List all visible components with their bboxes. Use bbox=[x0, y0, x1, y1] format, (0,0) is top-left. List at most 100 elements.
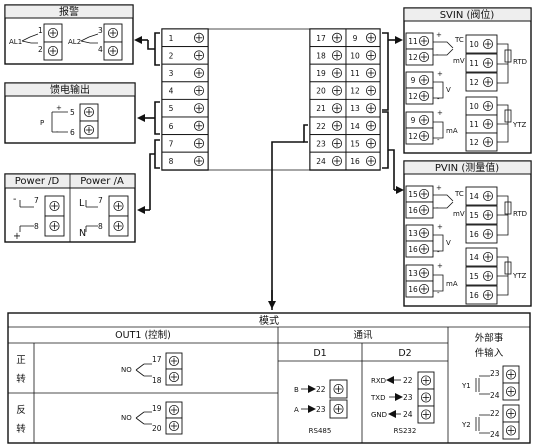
screw-icon bbox=[193, 32, 205, 43]
alarm-terminal-1: 1 bbox=[38, 26, 43, 35]
strip-terminal-15: 15 bbox=[345, 134, 381, 153]
svin-rtd-label: RTD bbox=[513, 58, 527, 66]
screw-icon bbox=[482, 119, 494, 130]
pvin-right-terminal-15-number: 15 bbox=[469, 211, 479, 220]
pvin-v-plus: + bbox=[437, 223, 443, 231]
svin-title: SVIN (阀位) bbox=[440, 8, 495, 21]
screw-icon bbox=[365, 68, 377, 78]
screw-icon bbox=[193, 120, 205, 131]
strip-terminal-14: 14 bbox=[345, 116, 381, 136]
screw-icon bbox=[482, 289, 494, 301]
pvin-ma-label: mA bbox=[446, 280, 458, 288]
strip-terminal-12: 12 bbox=[345, 81, 381, 100]
svin-left-terminal-9-number: 9 bbox=[411, 116, 416, 125]
screw-icon bbox=[84, 125, 94, 136]
svin-left-terminal-12-number: 12 bbox=[408, 53, 418, 62]
svin-tc-label: TC bbox=[454, 36, 464, 44]
pvin-mv-label: mV bbox=[453, 210, 465, 218]
svin-v-minus: - bbox=[437, 95, 440, 103]
screw-icon bbox=[333, 383, 344, 395]
svin-right-terminal-12: 12 bbox=[465, 72, 498, 92]
forward-no-label: NO bbox=[121, 366, 132, 374]
svin-v-label: V bbox=[446, 86, 451, 94]
pvin-right-terminal-14-number: 14 bbox=[469, 192, 479, 201]
screw-icon bbox=[331, 50, 343, 61]
screw-icon bbox=[482, 77, 494, 87]
rs485-label: RS485 bbox=[309, 427, 332, 435]
pvin-left-terminal-13: 13 bbox=[405, 224, 434, 242]
strip-terminal-19: 19 bbox=[309, 63, 347, 83]
screw-icon bbox=[365, 155, 377, 167]
svin-left-terminal-9-number: 9 bbox=[411, 76, 416, 85]
al2-label: AL2 bbox=[68, 38, 81, 46]
ext-terminal-23-a: 23 bbox=[490, 369, 500, 378]
d2-terminal-24: 24 bbox=[403, 410, 413, 419]
rs232-rxd-label: RXD bbox=[371, 377, 386, 385]
strip-terminal-18: 18 bbox=[309, 46, 347, 65]
pvin-left-terminal-16-number: 16 bbox=[408, 245, 418, 254]
strip-terminal-14-number: 14 bbox=[350, 122, 360, 131]
rs232-txd-label: TXD bbox=[370, 394, 385, 402]
screw-icon bbox=[418, 130, 430, 142]
svin-right-terminal-12: 12 bbox=[465, 132, 498, 152]
strip-terminal-22: 22 bbox=[309, 116, 347, 136]
screw-icon bbox=[482, 39, 494, 49]
alarm-terminal-3: 3 bbox=[98, 26, 103, 35]
strip-terminal-9-number: 9 bbox=[353, 34, 358, 43]
svin-ytz-label: YTZ bbox=[512, 121, 527, 129]
screw-icon bbox=[168, 404, 180, 416]
strip-terminal-23: 23 bbox=[309, 134, 347, 153]
screw-icon bbox=[420, 409, 432, 420]
ext-y2-label: Y2 bbox=[461, 421, 471, 429]
screw-icon bbox=[418, 283, 430, 295]
screw-icon bbox=[418, 75, 430, 85]
strip-terminal-3: 3 bbox=[161, 63, 209, 83]
d1-terminal-23: 23 bbox=[316, 405, 326, 414]
pvin-v-label: V bbox=[446, 239, 451, 247]
pvin-left-terminal-16: 16 bbox=[405, 240, 434, 258]
screw-icon bbox=[193, 68, 205, 78]
svin-right-terminal-10-number: 10 bbox=[469, 40, 479, 49]
alarm-title: 报警 bbox=[59, 5, 79, 18]
pvin-ma-plus: + bbox=[437, 262, 443, 270]
rs485-a-label: A bbox=[294, 406, 299, 414]
screw-icon bbox=[482, 190, 494, 202]
strip-terminal-7: 7 bbox=[161, 134, 209, 153]
screw-icon bbox=[193, 85, 205, 96]
svin-ma-plus: + bbox=[437, 109, 443, 117]
comm-header: 通讯 bbox=[353, 330, 373, 341]
screw-icon bbox=[418, 227, 430, 239]
strip-terminal-20: 20 bbox=[309, 81, 347, 100]
power-minus: - bbox=[13, 194, 16, 205]
strip-terminal-10-number: 10 bbox=[350, 51, 360, 60]
svin-right-terminal-12-number: 12 bbox=[469, 138, 479, 147]
ext-header-line2: 件输入 bbox=[475, 347, 504, 359]
reverse-no-label: NO bbox=[121, 414, 132, 422]
reverse-label-1: 反 bbox=[16, 405, 26, 416]
forward-label-2: 转 bbox=[16, 373, 26, 385]
svin-right-terminal-11-number: 11 bbox=[469, 59, 479, 68]
screw-icon bbox=[418, 91, 430, 101]
out-terminal-19: 19 bbox=[152, 404, 162, 413]
screw-icon bbox=[482, 101, 494, 111]
strip-terminal-16: 16 bbox=[345, 151, 381, 171]
screw-icon bbox=[505, 425, 516, 436]
pvin-tc-label: TC bbox=[454, 190, 464, 198]
screw-icon bbox=[331, 155, 343, 167]
strip-terminal-5: 5 bbox=[161, 98, 209, 118]
d1-terminal-22: 22 bbox=[316, 385, 326, 394]
screw-icon bbox=[49, 220, 60, 232]
strip-terminal-9: 9 bbox=[345, 28, 381, 48]
screw-icon bbox=[108, 46, 118, 56]
strip-terminal-6-number: 6 bbox=[169, 122, 174, 131]
feed-title: 馈电输出 bbox=[50, 83, 90, 96]
pvin-ytz-label: YTZ bbox=[512, 272, 527, 280]
pvin-right-terminal-15-number: 15 bbox=[469, 272, 479, 281]
reverse-label-2: 转 bbox=[16, 423, 26, 435]
forward-label-1: 正 bbox=[16, 355, 26, 366]
strip-terminal-22-number: 22 bbox=[316, 122, 326, 131]
svin-left-terminal-11-number: 11 bbox=[408, 37, 418, 46]
svin-right-terminal-11-number: 11 bbox=[469, 120, 479, 129]
